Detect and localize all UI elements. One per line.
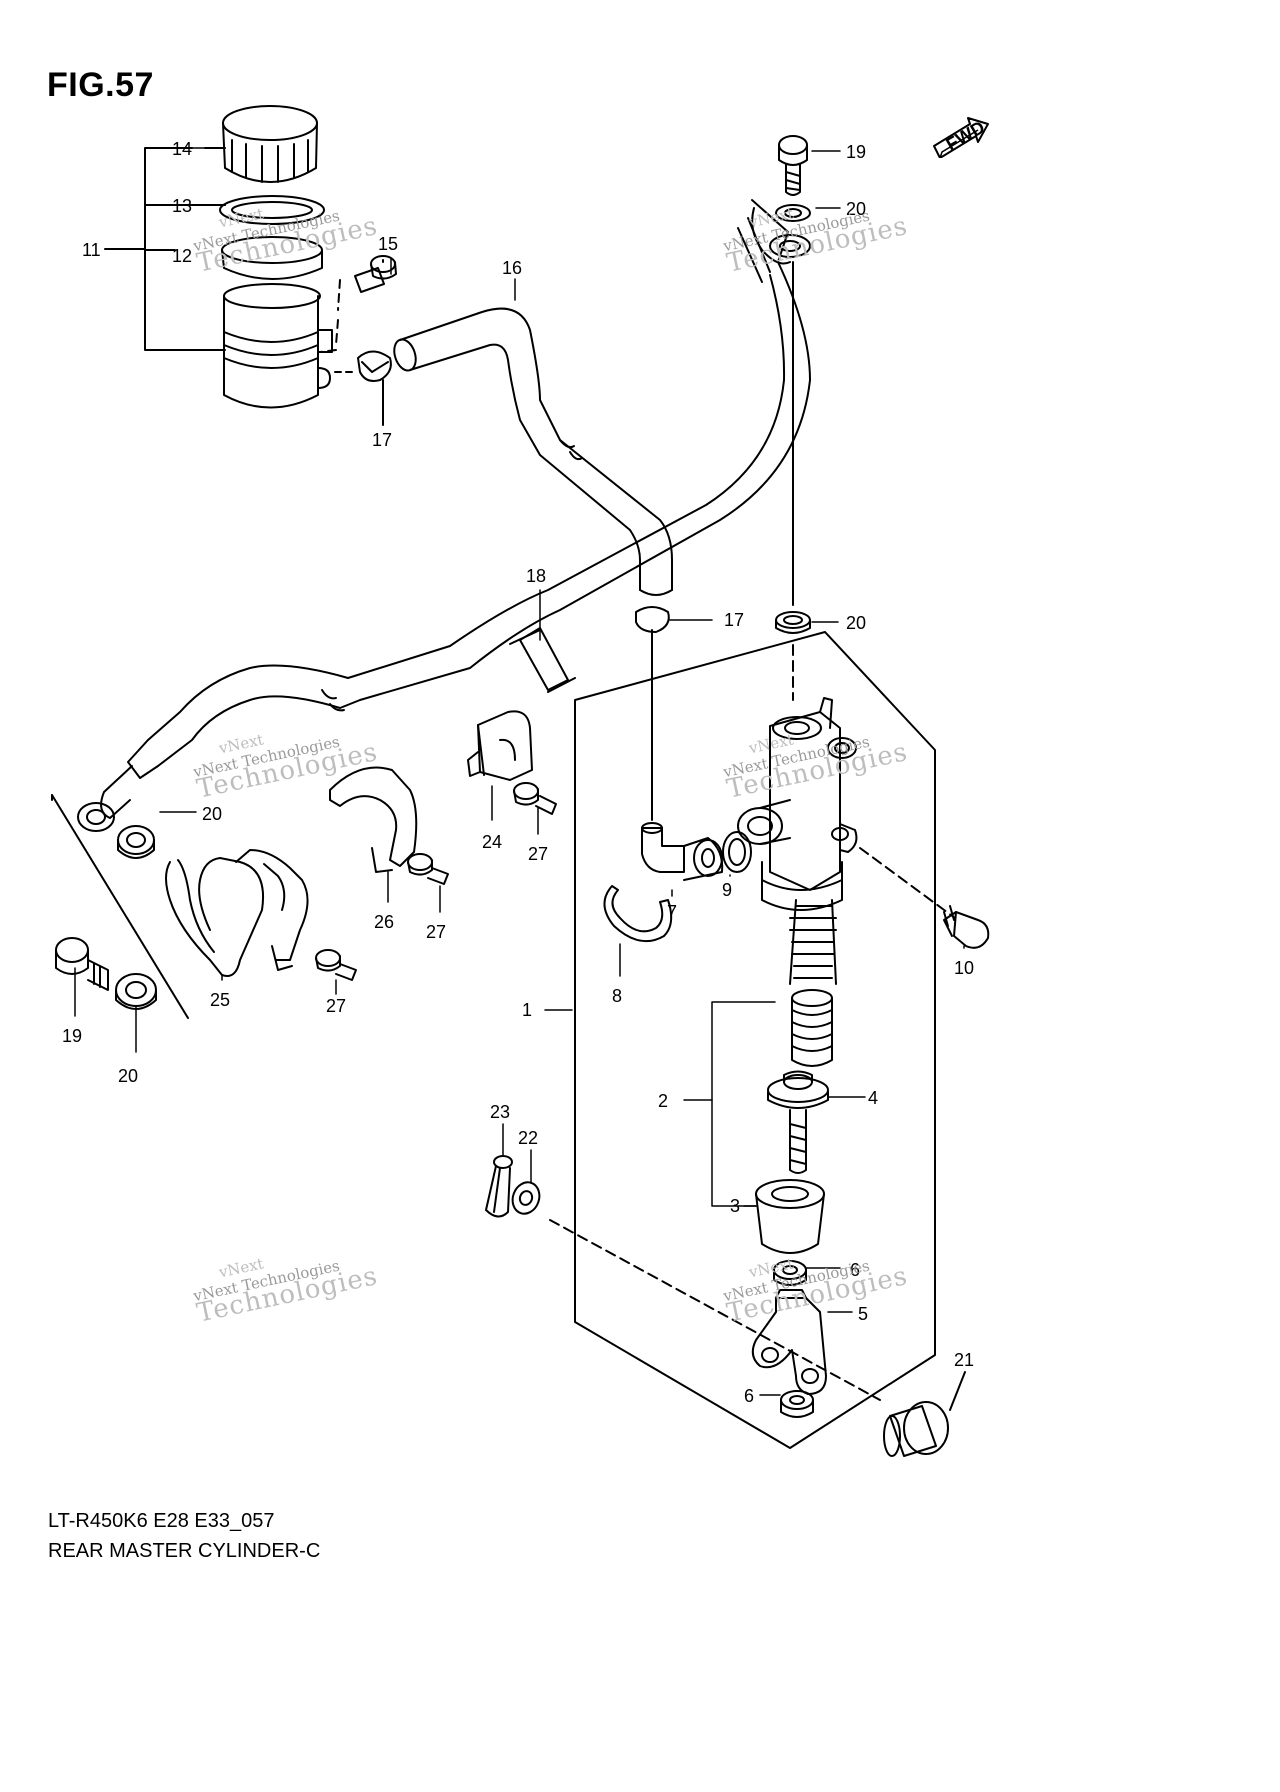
bolt-27-b [407, 853, 449, 885]
nut-6-upper [773, 1260, 807, 1286]
callout-5: 5 [858, 1304, 868, 1324]
callout-20-left: 20 [202, 804, 222, 824]
push-rod-4 [767, 1070, 829, 1174]
callout-4: 4 [868, 1088, 878, 1108]
figure-title: FIG.57 [47, 66, 154, 104]
spring-piston [789, 899, 837, 1067]
callout-27-c: 27 [326, 996, 346, 1016]
callout-2: 2 [658, 1091, 668, 1111]
callout-17-lower: 17 [724, 610, 744, 630]
hose-clamp-17-lower [635, 606, 670, 633]
clamp-26 [329, 766, 418, 873]
callout-3: 3 [730, 1196, 740, 1216]
boot-3 [755, 1179, 825, 1254]
clevis-pin-21 [883, 1401, 949, 1457]
bolt-15 [354, 255, 397, 293]
bolt-27-a [513, 782, 557, 815]
callout-20-mid: 20 [846, 613, 866, 633]
callout-25: 25 [210, 990, 230, 1010]
callout-11: 11 [82, 240, 101, 260]
callout-26: 26 [374, 912, 394, 932]
forward-arrow-icon: FWD [933, 117, 989, 158]
callouts: 14 13 11 12 15 16 17 17 18 19 20 20 20 1… [62, 139, 974, 1406]
callout-24: 24 [482, 832, 502, 852]
diagram-code: LT-R450K6 E28 E33_057 [48, 1510, 275, 1532]
callout-19-top: 19 [846, 142, 866, 162]
assembly-outline [574, 631, 936, 1449]
callout-6-upper: 6 [850, 1260, 860, 1280]
callout-16: 16 [502, 258, 522, 278]
washer-20-left [117, 825, 155, 859]
clevis-5 [751, 1289, 827, 1395]
callout-19-left: 19 [62, 1026, 82, 1046]
bolt-27-c [315, 949, 357, 981]
banjo-fitting-top [769, 234, 811, 258]
callout-27-b: 27 [426, 922, 446, 942]
o-ring-9 [722, 831, 752, 873]
callout-10: 10 [954, 958, 974, 978]
reservoir-hose-16 [393, 307, 673, 596]
callout-17-top: 17 [372, 430, 392, 450]
callout-20-bottom: 20 [118, 1066, 138, 1086]
callout-8: 8 [612, 986, 622, 1006]
callout-15: 15 [378, 234, 398, 254]
callout-22: 22 [518, 1128, 538, 1148]
banjo-bolt-19-top [778, 135, 808, 196]
banjo-fitting-left [77, 739, 159, 832]
callout-18: 18 [526, 566, 546, 586]
inlet-elbow-7 [641, 629, 724, 881]
circlip-8 [603, 885, 673, 943]
cotter-pin-23 [485, 1155, 513, 1218]
washer-20-top [775, 204, 811, 222]
fwd-label: FWD [943, 117, 988, 155]
banjo-bolt-19-left [55, 937, 109, 991]
reservoir-assembly [219, 105, 333, 409]
callout-21: 21 [954, 1350, 974, 1370]
callout-14: 14 [172, 139, 192, 159]
callout-7: 7 [667, 902, 677, 922]
callout-1: 1 [522, 1000, 532, 1020]
callout-23: 23 [490, 1102, 510, 1122]
callout-27-a: 27 [528, 844, 548, 864]
washer-22 [511, 1181, 541, 1215]
washer-20-bottom [115, 973, 157, 1010]
callout-20-top: 20 [846, 199, 866, 219]
callout-12: 12 [172, 246, 192, 266]
clamp-25 [165, 849, 309, 977]
nut-6-lower [780, 1390, 814, 1418]
clamp-24 [467, 710, 533, 781]
diagram-caption: REAR MASTER CYLINDER-C [48, 1540, 321, 1562]
callout-9: 9 [722, 880, 732, 900]
hose-clamp-17 [357, 350, 392, 382]
washer-20-mid [775, 611, 811, 634]
master-cylinder-body [737, 697, 858, 911]
brake-hose [147, 199, 811, 767]
callout-13: 13 [172, 196, 192, 216]
leader-lines [74, 147, 965, 1396]
screw-10 [943, 905, 990, 949]
callout-6-lower: 6 [744, 1386, 754, 1406]
